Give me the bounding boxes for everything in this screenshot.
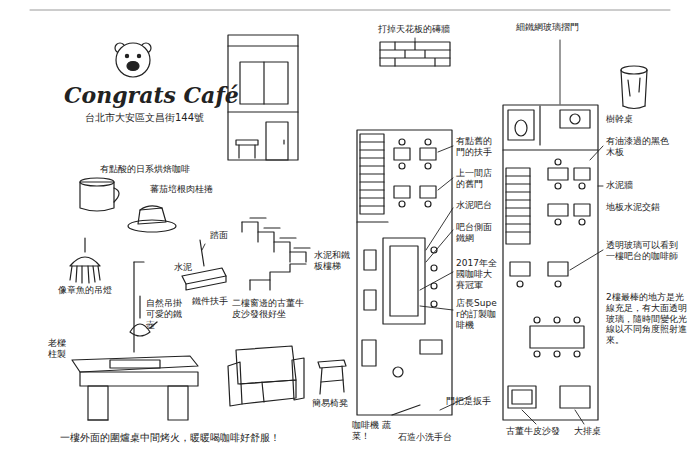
label-slot: 一樓外面的圍爐桌中間烤火，暖暖喝咖啡好舒服！ xyxy=(60,432,350,444)
note-label: 台北市大安區文昌街144號 xyxy=(85,112,225,124)
note-label: 一樓外面的圍爐桌中間烤火，暖暖喝咖啡好舒服！ xyxy=(60,432,350,444)
label-slot: 台北市大安區文昌街144號 xyxy=(85,112,225,124)
note-label: 門把是扳手 xyxy=(446,396,492,407)
title-slot: Congrats Café xyxy=(64,82,239,108)
note-label: 吧台側面鐵網 xyxy=(456,222,500,244)
label-slot: 石造小洗手台 xyxy=(398,432,458,443)
leader-lines xyxy=(202,38,603,424)
label-slot: 像章魚的吊燈 xyxy=(58,285,128,296)
label-slot: 咖啡機 蔬菜！ xyxy=(352,420,392,442)
label-slot: 有點舊的門的扶手 xyxy=(456,136,500,158)
brick-wall xyxy=(380,42,450,66)
label-slot: 水泥和鐵板樓梯 xyxy=(314,250,354,272)
note-label: 2樓最棒的地方是光線充足，有大面透明玻璃，隨時間變化光線以不同角度照射進來。 xyxy=(606,292,688,346)
label-slot: 蕃茄培根肉桂捲 xyxy=(150,184,220,195)
label-slot: 透明玻璃可以看到一樓吧台的咖啡師 xyxy=(606,240,678,262)
tree-trunk-table xyxy=(621,66,647,109)
note-label: 蕃茄培根肉桂捲 xyxy=(150,184,220,195)
label-slot: 細鐵網玻璃摺門 xyxy=(516,22,596,33)
note-label: 咖啡機 蔬菜！ xyxy=(352,420,392,442)
note-label: 水泥吧台 xyxy=(456,200,500,211)
note-label: 打掉天花板的磚牆 xyxy=(378,24,468,35)
note-label: 大排桌 xyxy=(574,426,618,437)
note-label: 石造小洗手台 xyxy=(398,432,458,443)
note-label: 簡易椅凳 xyxy=(312,398,356,409)
note-label: 水泥牆 xyxy=(606,180,656,191)
note-label: 有點舊的門的扶手 xyxy=(456,136,500,158)
bear-logo xyxy=(115,43,151,77)
label-slot: 2樓最棒的地方是光線充足，有大面透明玻璃，隨時間變化光線以不同角度照射進來。 xyxy=(606,292,688,346)
label-slot: 水泥牆 xyxy=(606,180,656,191)
note-label: 水泥 xyxy=(174,262,198,273)
floor-plan-1f xyxy=(357,130,452,415)
label-slot: 上一間店的舊門 xyxy=(456,168,500,190)
label-slot: 店長Super的訂製咖啡機 xyxy=(456,298,500,330)
label-slot: 老樑柱製 xyxy=(48,338,70,360)
label-slot: 二樓窗邊的古董牛皮沙發很好坐 xyxy=(232,298,308,320)
label-slot: 水泥吧台 xyxy=(456,200,500,211)
octopus-lamp xyxy=(70,238,100,283)
note-label: 自然吊掛可愛的鐵壺 xyxy=(146,298,186,330)
floor-plan-2f xyxy=(503,105,598,420)
note-label: 透明玻璃可以看到一樓吧台的咖啡師 xyxy=(606,240,678,262)
note-label: 樹幹桌 xyxy=(606,114,646,125)
note-label: 古董牛皮沙發 xyxy=(506,426,570,437)
simple-stool xyxy=(318,360,346,394)
label-slot: 樹幹桌 xyxy=(606,114,646,125)
label-slot: 吧台側面鐵網 xyxy=(456,222,500,244)
label-slot: 水泥 xyxy=(174,262,198,273)
coffee-cup xyxy=(80,178,119,211)
label-slot: 打掉天花板的磚牆 xyxy=(378,24,468,35)
note-label: 像章魚的吊燈 xyxy=(58,285,128,296)
note-label: 踏面 xyxy=(210,230,250,241)
label-slot: 踏面 xyxy=(210,230,250,241)
note-label: 有點酸的日系烘焙咖啡 xyxy=(100,164,212,175)
label-slot: 鐵件扶手 xyxy=(192,296,232,307)
note-label: 店長Super的訂製咖啡機 xyxy=(456,298,500,330)
label-slot: 自然吊掛可愛的鐵壺 xyxy=(146,298,186,330)
note-label: 老樑柱製 xyxy=(48,338,70,360)
label-slot: 有油漆過的黑色木板 xyxy=(606,136,670,158)
note-label: 有油漆過的黑色木板 xyxy=(606,136,670,158)
label-slot: 地板水泥交錯 xyxy=(606,202,670,213)
leather-sofa xyxy=(228,346,304,406)
stair-drawing xyxy=(242,218,310,290)
label-slot: 大排桌 xyxy=(574,426,618,437)
timber-table xyxy=(72,356,198,420)
note-label: 二樓窗邊的古董牛皮沙發很好坐 xyxy=(232,298,308,320)
note-label: 2017年全國咖啡大賽冠軍 xyxy=(456,258,500,290)
cafe-title: Congrats Café xyxy=(64,82,239,108)
note-label: 上一間店的舊門 xyxy=(456,168,500,190)
note-label: 水泥和鐵板樓梯 xyxy=(314,250,354,272)
note-label: 細鐵網玻璃摺門 xyxy=(516,22,596,33)
label-slot: 古董牛皮沙發 xyxy=(506,426,570,437)
cake-plate xyxy=(128,206,176,232)
label-slot: 簡易椅凳 xyxy=(312,398,356,409)
note-label: 地板水泥交錯 xyxy=(606,202,670,213)
label-slot: 有點酸的日系烘焙咖啡 xyxy=(100,164,212,175)
label-slot: 門把是扳手 xyxy=(446,396,492,407)
note-label: 鐵件扶手 xyxy=(192,296,232,307)
label-slot: 2017年全國咖啡大賽冠軍 xyxy=(456,258,500,290)
